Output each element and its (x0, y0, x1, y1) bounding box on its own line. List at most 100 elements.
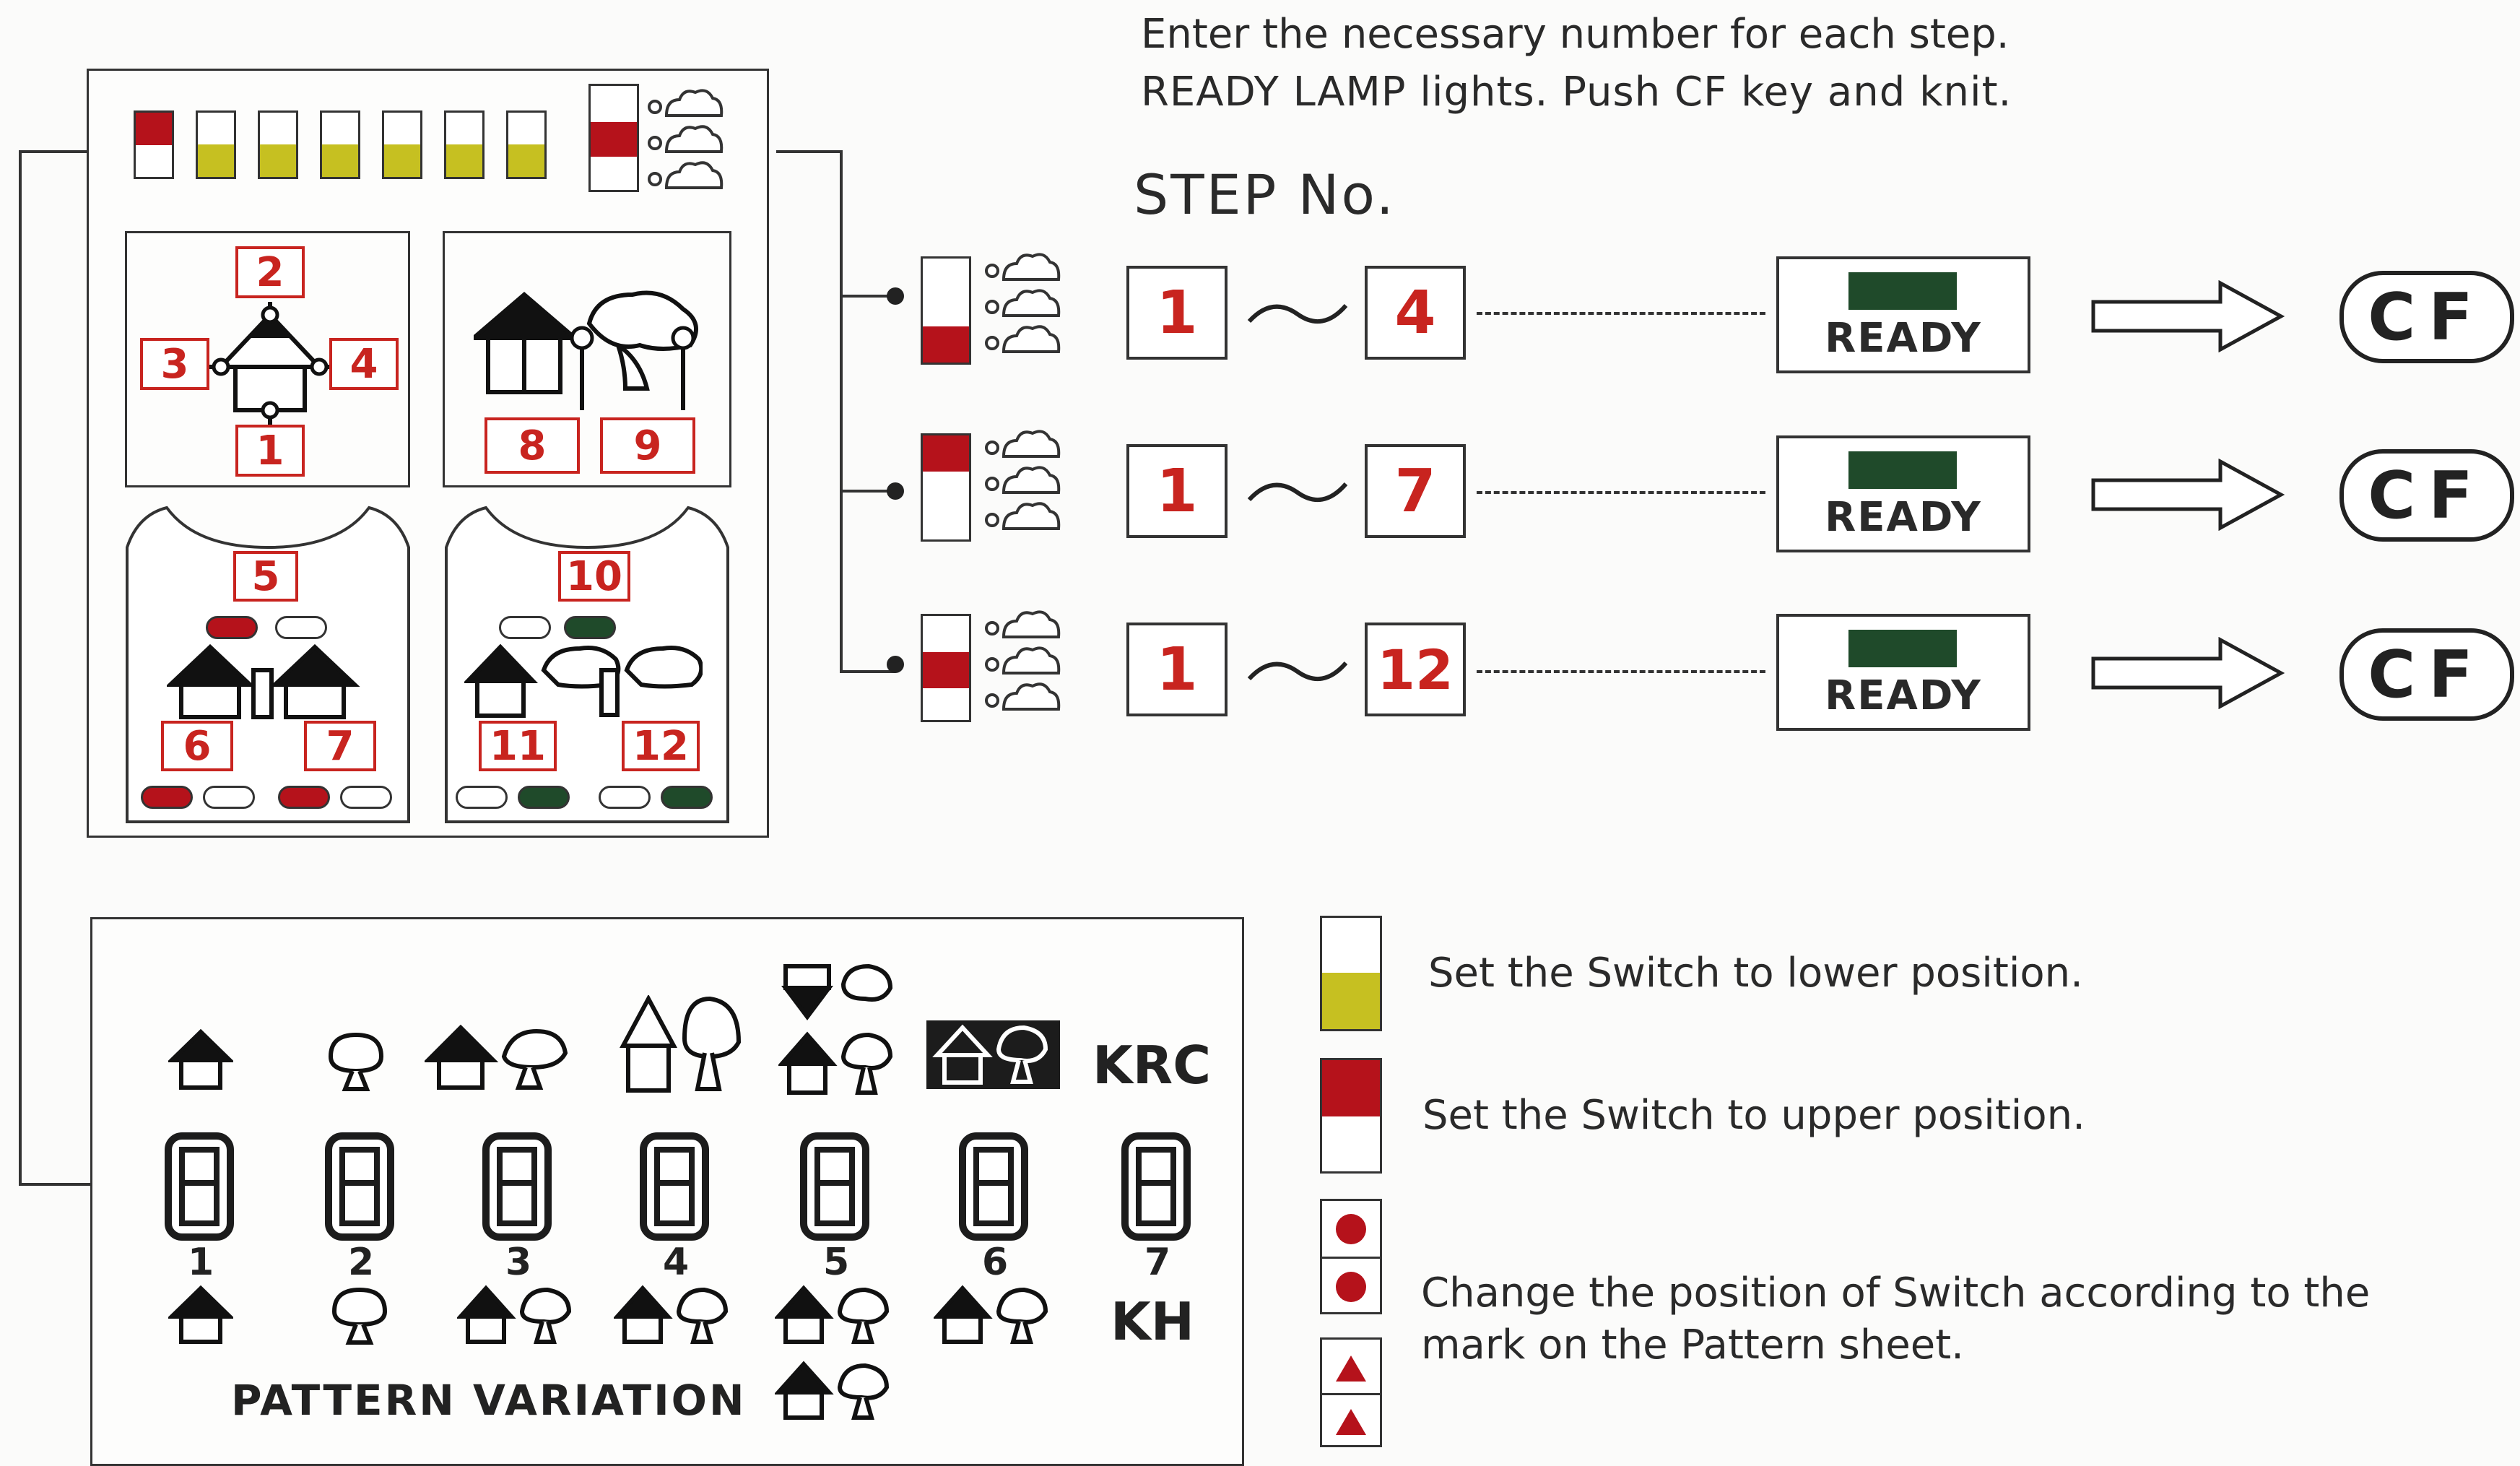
digit-window-1 (165, 1132, 234, 1241)
point-label-11: 11 (479, 721, 557, 771)
house-icon (207, 302, 334, 428)
tree-icon (331, 1287, 388, 1345)
step-from-3: 1 (1126, 623, 1228, 716)
sheet-switch-3 (258, 110, 298, 179)
switch-mark-white (203, 786, 255, 809)
switch-mark-white (599, 786, 651, 809)
house-tree-highlighted-icon (926, 1020, 1060, 1089)
switch-mark-white (340, 786, 392, 809)
switch-mark-white (456, 786, 508, 809)
digit-window-3 (482, 1132, 552, 1241)
sheet-switch-7 (506, 110, 547, 179)
legend-upper-text: Set the Switch to upper position. (1422, 1092, 2085, 1139)
house-tree-icon (457, 1285, 572, 1344)
cf-key-1[interactable]: CF (2339, 271, 2514, 363)
legend-triangle-mark (1320, 1337, 1382, 1447)
step-to-1: 4 (1365, 266, 1466, 360)
point-label-9: 9 (600, 417, 695, 474)
digit-number: 4 (663, 1241, 690, 1284)
tree-icon (328, 1032, 384, 1091)
tilde-icon (1247, 304, 1348, 324)
ready-lamp-2: READY (1776, 435, 2030, 552)
digit-number: 7 (1144, 1241, 1171, 1284)
quadrant-house-tree: 8 9 (443, 231, 731, 487)
ready-label: READY (1825, 315, 1982, 362)
step-to-3: 12 (1365, 623, 1466, 716)
step-from-2: 1 (1126, 444, 1228, 538)
point-label-5: 5 (233, 551, 298, 602)
dashed-connector (1477, 491, 1765, 494)
house-tree-tall-icon (620, 995, 742, 1093)
sheet-switch-6 (444, 110, 485, 179)
point-label-10: 10 (558, 551, 630, 602)
house-tree-icon (474, 290, 698, 410)
step-label: STEP No. (1134, 162, 1396, 227)
house-tree-icon (775, 1361, 890, 1420)
point-label-8: 8 (485, 417, 580, 474)
krc-label: KRC (1092, 1035, 1212, 1096)
dashed-connector (1477, 312, 1765, 315)
digit-number: 1 (188, 1241, 214, 1284)
sheet-switch-5 (382, 110, 422, 179)
legend-change-text-1: Change the position of Switch according … (1421, 1270, 2371, 1317)
switch-mark-white (499, 616, 551, 639)
legend-change-text-2: mark on the Pattern sheet. (1421, 1322, 1964, 1369)
ready-label: READY (1825, 494, 1982, 541)
point-label-bottom: 1 (235, 425, 305, 477)
legend-switch-upper (1320, 1058, 1382, 1174)
digit-number: 6 (982, 1241, 1009, 1284)
control-panel: KRC 1 2 3 4 5 6 7 KH PATTERN VARIATION (90, 917, 1244, 1466)
digit-number: 3 (505, 1241, 532, 1284)
circle-mark-icon (1336, 1214, 1366, 1244)
step-from-1: 1 (1126, 266, 1228, 360)
step-to-2: 7 (1365, 444, 1466, 538)
pattern-sheet: 2 3 4 1 8 9 5 (87, 69, 769, 838)
triangle-mark-icon (1336, 1409, 1366, 1435)
legend-circle-mark (1320, 1199, 1382, 1314)
switch-mark-white (275, 616, 327, 639)
house-tree-icon (934, 1285, 1048, 1344)
instruction-line-2: READY LAMP lights. Push CF key and knit. (1141, 69, 2012, 116)
cf-key-3[interactable]: CF (2339, 628, 2514, 721)
step-switch-1 (921, 256, 971, 365)
arrow-right-icon (2091, 280, 2285, 352)
lamp-indicator (1848, 272, 1957, 310)
two-house-icon (167, 643, 360, 719)
digit-window-6 (959, 1132, 1028, 1241)
quadrant-house-points: 2 3 4 1 (125, 231, 410, 487)
switch-mark-red (278, 786, 330, 809)
digit-window-7 (1121, 1132, 1191, 1241)
step-switch-2 (921, 433, 971, 542)
house-tree-icon (425, 1024, 568, 1090)
cloud-icon (985, 253, 1061, 353)
lamp-indicator (1848, 451, 1957, 489)
ready-lamp-1: READY (1776, 256, 2030, 373)
arrow-right-icon (2091, 637, 2285, 709)
triangle-mark-icon (1336, 1356, 1366, 1382)
sheet-switch-2 (196, 110, 236, 179)
switch-mark-red (206, 616, 258, 639)
tilde-icon (1247, 482, 1348, 503)
point-label-top: 2 (235, 246, 305, 298)
cf-key-2[interactable]: CF (2339, 449, 2514, 542)
instruction-line-1: Enter the necessary number for each step… (1141, 11, 2010, 58)
sheet-switch-4 (320, 110, 360, 179)
tilde-icon (1247, 662, 1348, 682)
point-label-right: 4 (329, 338, 399, 390)
switch-mark-green (518, 786, 570, 809)
sheet-switch-1 (134, 110, 174, 179)
point-label-12: 12 (622, 721, 700, 771)
cloud-icon (648, 89, 724, 189)
cloud-icon (985, 610, 1061, 711)
house-tree-icon (775, 1285, 890, 1344)
step-switch-3 (921, 614, 971, 722)
point-label-6: 6 (161, 721, 233, 771)
digit-number: 5 (823, 1241, 850, 1284)
lamp-indicator (1848, 630, 1957, 667)
digit-number: 2 (348, 1241, 375, 1284)
dashed-connector (1477, 670, 1765, 673)
legend-lower-text: Set the Switch to lower position. (1428, 950, 2083, 997)
digit-window-2 (325, 1132, 394, 1241)
house-tree-pair-icon (464, 643, 703, 718)
